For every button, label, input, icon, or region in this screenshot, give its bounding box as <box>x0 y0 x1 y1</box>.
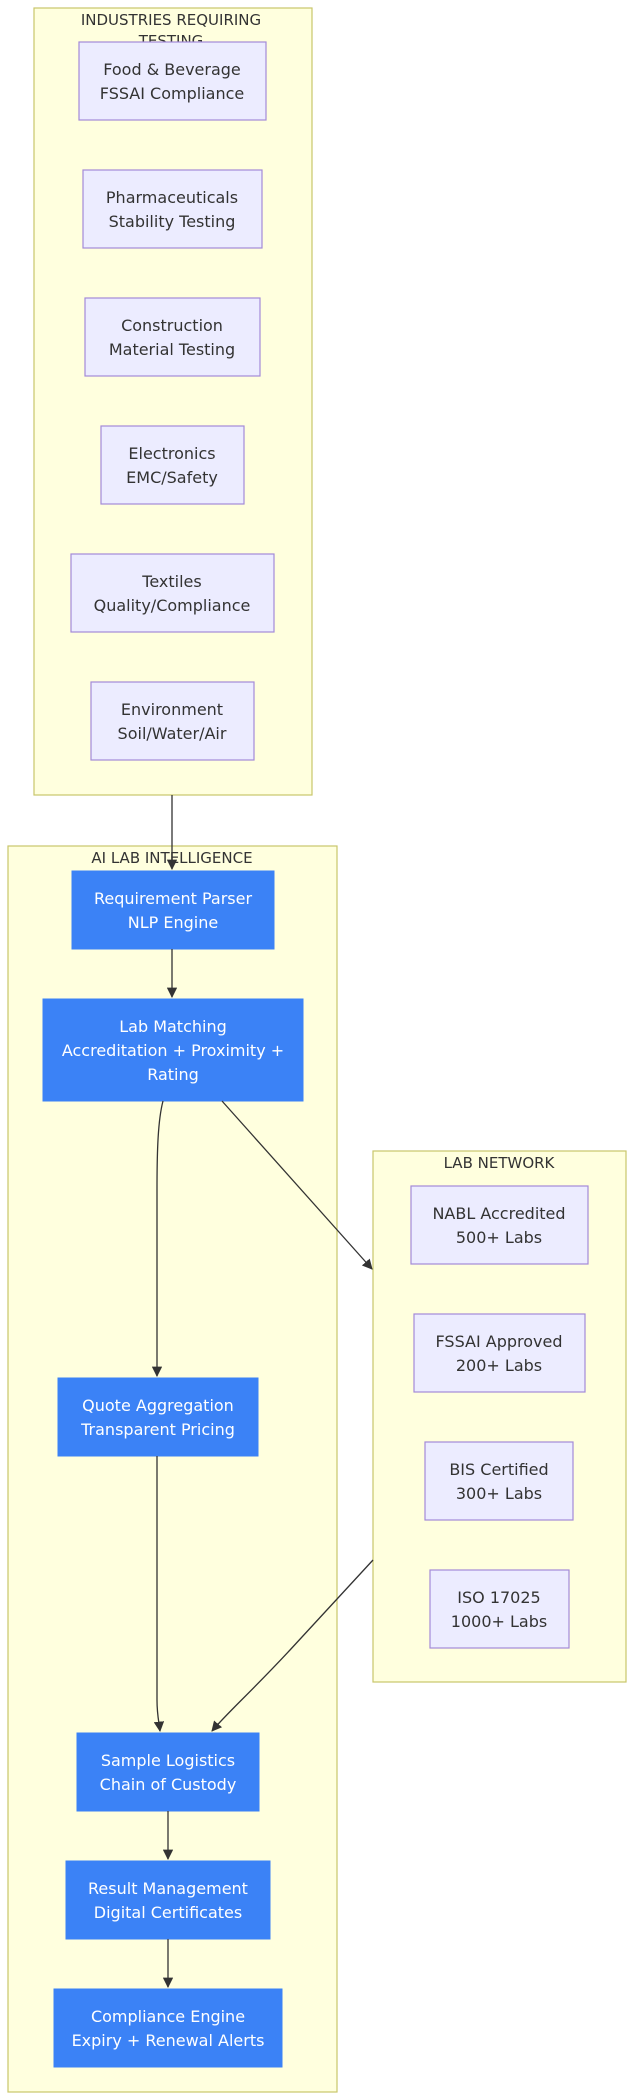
node-lab-matching: Lab Matching Accreditation + Proximity +… <box>42 998 304 1102</box>
node-nabl-accredited: NABL Accredited 500+ Labs <box>410 1185 589 1265</box>
node-label-line1: Requirement Parser <box>94 889 252 908</box>
node-bis-certified: BIS Certified 300+ Labs <box>424 1441 574 1521</box>
node-label-line1: NABL Accredited <box>432 1204 565 1223</box>
node-label-line1: FSSAI Approved <box>435 1332 562 1351</box>
edge-matching-to-network <box>221 1100 373 1270</box>
node-label-line1: Compliance Engine <box>91 2007 245 2026</box>
node-label-line1: Electronics <box>128 444 215 463</box>
edge-network-to-logistics <box>211 1559 374 1732</box>
node-label-line1: Result Management <box>88 1879 248 1898</box>
node-label-line2: 200+ Labs <box>456 1356 542 1375</box>
node-label-line2: Stability Testing <box>109 212 236 231</box>
node-label-line1: Quote Aggregation <box>82 1396 234 1415</box>
node-result-management: Result Management Digital Certificates <box>65 1860 271 1940</box>
edge-quote-to-logistics <box>153 1456 165 1733</box>
node-label-line1: Food & Beverage <box>103 60 241 79</box>
node-textiles: Textiles Quality/Compliance <box>70 553 275 633</box>
node-sample-logistics: Sample Logistics Chain of Custody <box>76 1732 260 1812</box>
node-construction: Construction Material Testing <box>84 297 261 377</box>
cluster-industries <box>33 7 313 796</box>
node-label-line1: Textiles <box>141 572 201 591</box>
node-label-line3: Rating <box>147 1065 199 1084</box>
cluster-industries-title: INDUSTRIES REQUIRING <box>81 11 261 29</box>
node-label-line2: 500+ Labs <box>456 1228 542 1247</box>
node-label-line2: 1000+ Labs <box>451 1612 547 1631</box>
node-label-line2: EMC/Safety <box>126 468 218 487</box>
node-label-line1: Construction <box>121 316 223 335</box>
node-requirement-parser: Requirement Parser NLP Engine <box>71 870 275 950</box>
node-label-line2: Material Testing <box>109 340 235 359</box>
node-label-line2: FSSAI Compliance <box>100 84 244 103</box>
node-label-line2: Accreditation + Proximity + <box>62 1041 284 1060</box>
node-iso-17025: ISO 17025 1000+ Labs <box>429 1569 570 1649</box>
cluster-network-title: LAB NETWORK <box>444 1154 556 1172</box>
node-label-line1: Lab Matching <box>119 1017 227 1036</box>
node-pharmaceuticals: Pharmaceuticals Stability Testing <box>82 169 263 249</box>
node-label-line1: Pharmaceuticals <box>106 188 238 207</box>
node-label-line1: Environment <box>121 700 223 719</box>
node-label-line2: Chain of Custody <box>100 1775 237 1794</box>
node-environment: Environment Soil/Water/Air <box>90 681 255 761</box>
edge-matching-to-quote <box>151 1100 164 1378</box>
node-label-line2: Quality/Compliance <box>94 596 251 615</box>
node-electronics: Electronics EMC/Safety <box>100 425 245 505</box>
node-label-line1: BIS Certified <box>449 1460 548 1479</box>
node-label-line2: Expiry + Renewal Alerts <box>72 2031 265 2050</box>
node-label-line2: NLP Engine <box>128 913 218 932</box>
node-label-line2: Digital Certificates <box>94 1903 242 1922</box>
node-compliance-engine: Compliance Engine Expiry + Renewal Alert… <box>53 1988 283 2068</box>
node-fssai-approved: FSSAI Approved 200+ Labs <box>413 1313 586 1393</box>
node-label-line2: 300+ Labs <box>456 1484 542 1503</box>
node-quote-aggregation: Quote Aggregation Transparent Pricing <box>57 1377 259 1457</box>
node-food-beverage: Food & Beverage FSSAI Compliance <box>78 41 267 121</box>
node-label-line2: Transparent Pricing <box>80 1420 235 1439</box>
node-label-line1: Sample Logistics <box>101 1751 235 1770</box>
node-label-line1: ISO 17025 <box>457 1588 540 1607</box>
node-label-line2: Soil/Water/Air <box>118 724 227 743</box>
